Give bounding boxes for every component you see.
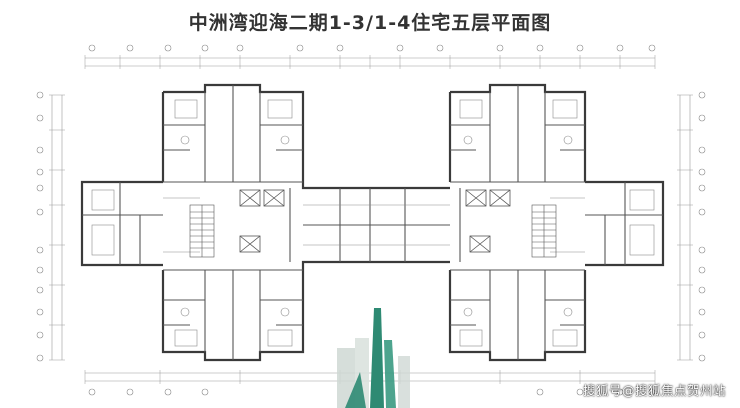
stair-icon — [189, 204, 557, 258]
dimension-lines — [49, 55, 693, 384]
page-title: 中洲湾迎海二期1-3/1-4住宅五层平面图 — [188, 12, 552, 34]
axis-bubble-icon — [36, 44, 706, 396]
logo-mark-icon — [337, 308, 410, 408]
watermark-text: 搜狐号@搜狐焦点贺州站 — [582, 383, 726, 398]
exterior-walls — [80, 83, 665, 362]
interior-walls — [82, 85, 663, 360]
elevator-icon — [239, 189, 511, 253]
fixture-lines — [91, 99, 655, 347]
